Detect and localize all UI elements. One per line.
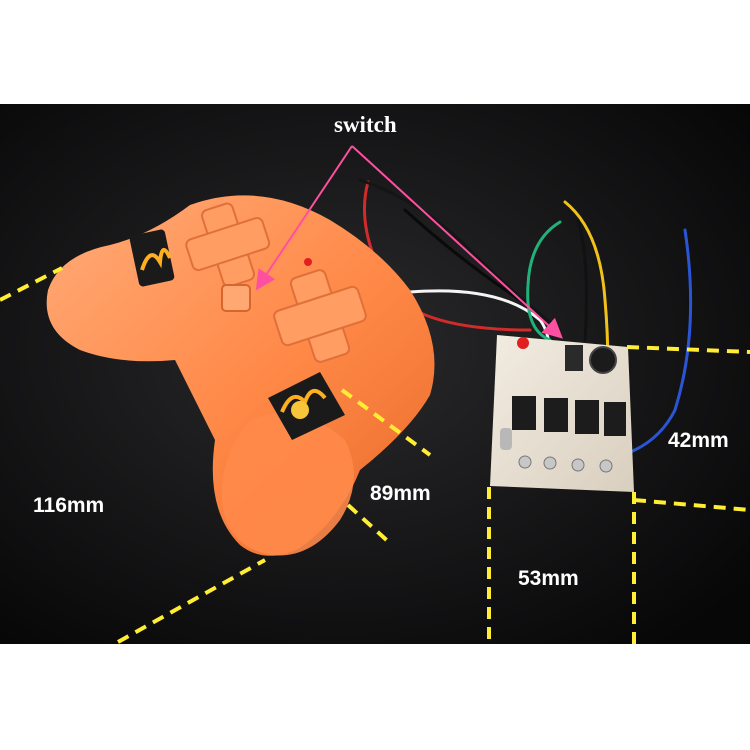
controller-lower-grip (221, 413, 354, 556)
flame-sticker-left (129, 229, 175, 287)
switch-arrows (255, 145, 563, 339)
controller (46, 195, 435, 556)
dimension-lines (0, 266, 750, 645)
wire-black-3 (576, 218, 588, 342)
transistors (512, 396, 626, 436)
solder-pads (518, 455, 613, 473)
width-dimension-label: 89mm (370, 482, 431, 505)
wire-black-1 (358, 178, 562, 332)
dpad-bottom (273, 269, 367, 363)
switch-label: switch (334, 112, 397, 137)
length-dimension-label: 116mm (33, 494, 105, 517)
wire-green (526, 220, 562, 342)
controller-led (304, 258, 312, 266)
board-width-label: 53mm (518, 567, 579, 590)
receiver-board (490, 335, 634, 492)
board-height-label: 42mm (668, 429, 729, 452)
dpad-top (185, 202, 271, 288)
flame-sticker-right (268, 372, 345, 440)
capacitor (589, 346, 617, 374)
controller-switch (221, 284, 251, 312)
